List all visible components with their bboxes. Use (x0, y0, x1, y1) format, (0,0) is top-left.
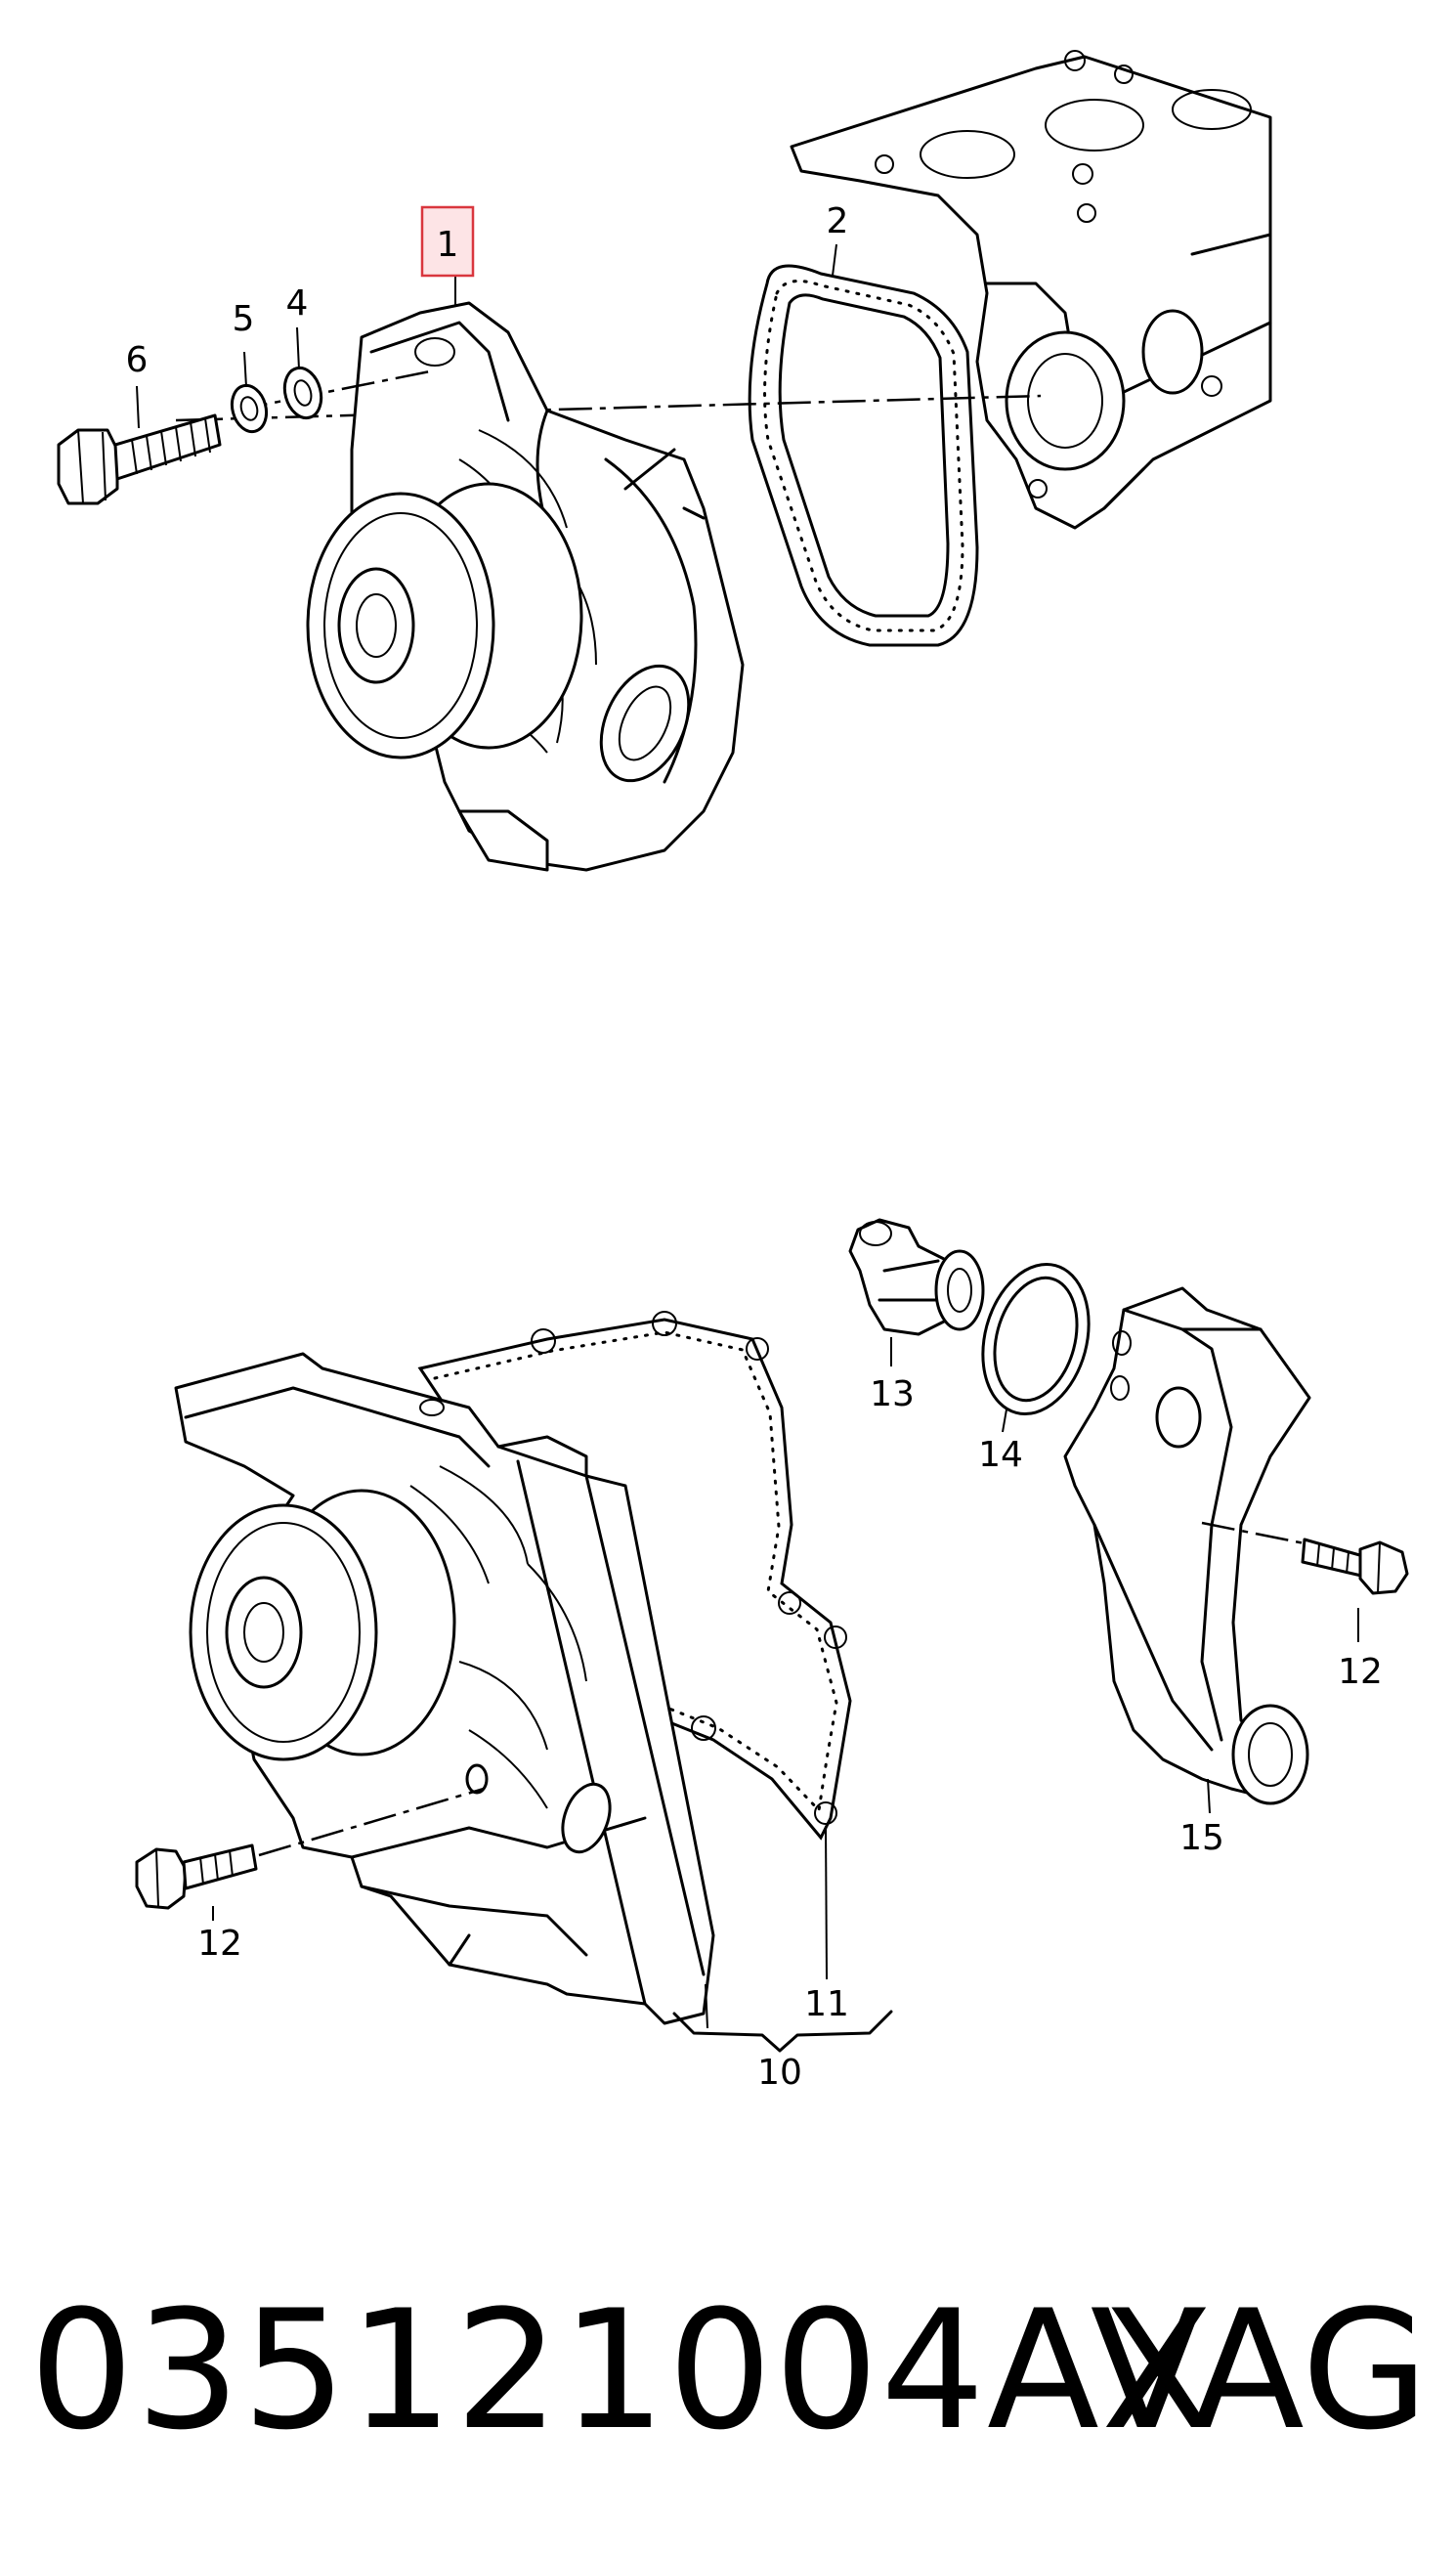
gasket-ring (748, 264, 979, 647)
coolant-flange (1063, 1286, 1311, 1805)
bolt-12-right (1301, 1538, 1409, 1595)
exploded-parts-diagram: 1 2 4 5 6 (57, 50, 1409, 2093)
callout-14: 14 (978, 1435, 1023, 1475)
engine-block (790, 50, 1272, 530)
footer: 035121004AX VAG (0, 2258, 1456, 2483)
callout-4: 4 (286, 283, 309, 324)
washer-4 (282, 366, 323, 420)
part-number: 035121004AX (29, 2275, 1216, 2466)
leader-lines-top (136, 243, 837, 429)
callout-6: 6 (126, 340, 149, 380)
water-pump (306, 301, 745, 872)
callout-11: 11 (804, 1984, 849, 2024)
callout-12-right: 12 (1338, 1652, 1383, 1692)
thermostat (848, 1218, 985, 1336)
bolt-12-left (135, 1787, 485, 1910)
callout-1-highlight (420, 205, 475, 278)
brand-name: VAG (1090, 2275, 1429, 2466)
housing-gasket (417, 1311, 852, 1841)
pump-housing (174, 1352, 715, 2025)
bolt-centerline-top (234, 369, 431, 412)
assembly-centerline-top (175, 394, 1042, 422)
callout-10: 10 (757, 2053, 802, 2093)
leader-lines-bottom (212, 1337, 1359, 2053)
callout-15: 15 (1179, 1818, 1224, 1858)
callout-1: 1 (437, 225, 459, 265)
callout-13: 13 (870, 1374, 915, 1414)
callout-5: 5 (233, 299, 255, 339)
sealing-ring (981, 1262, 1091, 1416)
callout-12-left: 12 (197, 1924, 242, 1964)
washer-5 (230, 383, 269, 434)
callout-2: 2 (827, 201, 849, 241)
bolt-6 (57, 413, 222, 505)
